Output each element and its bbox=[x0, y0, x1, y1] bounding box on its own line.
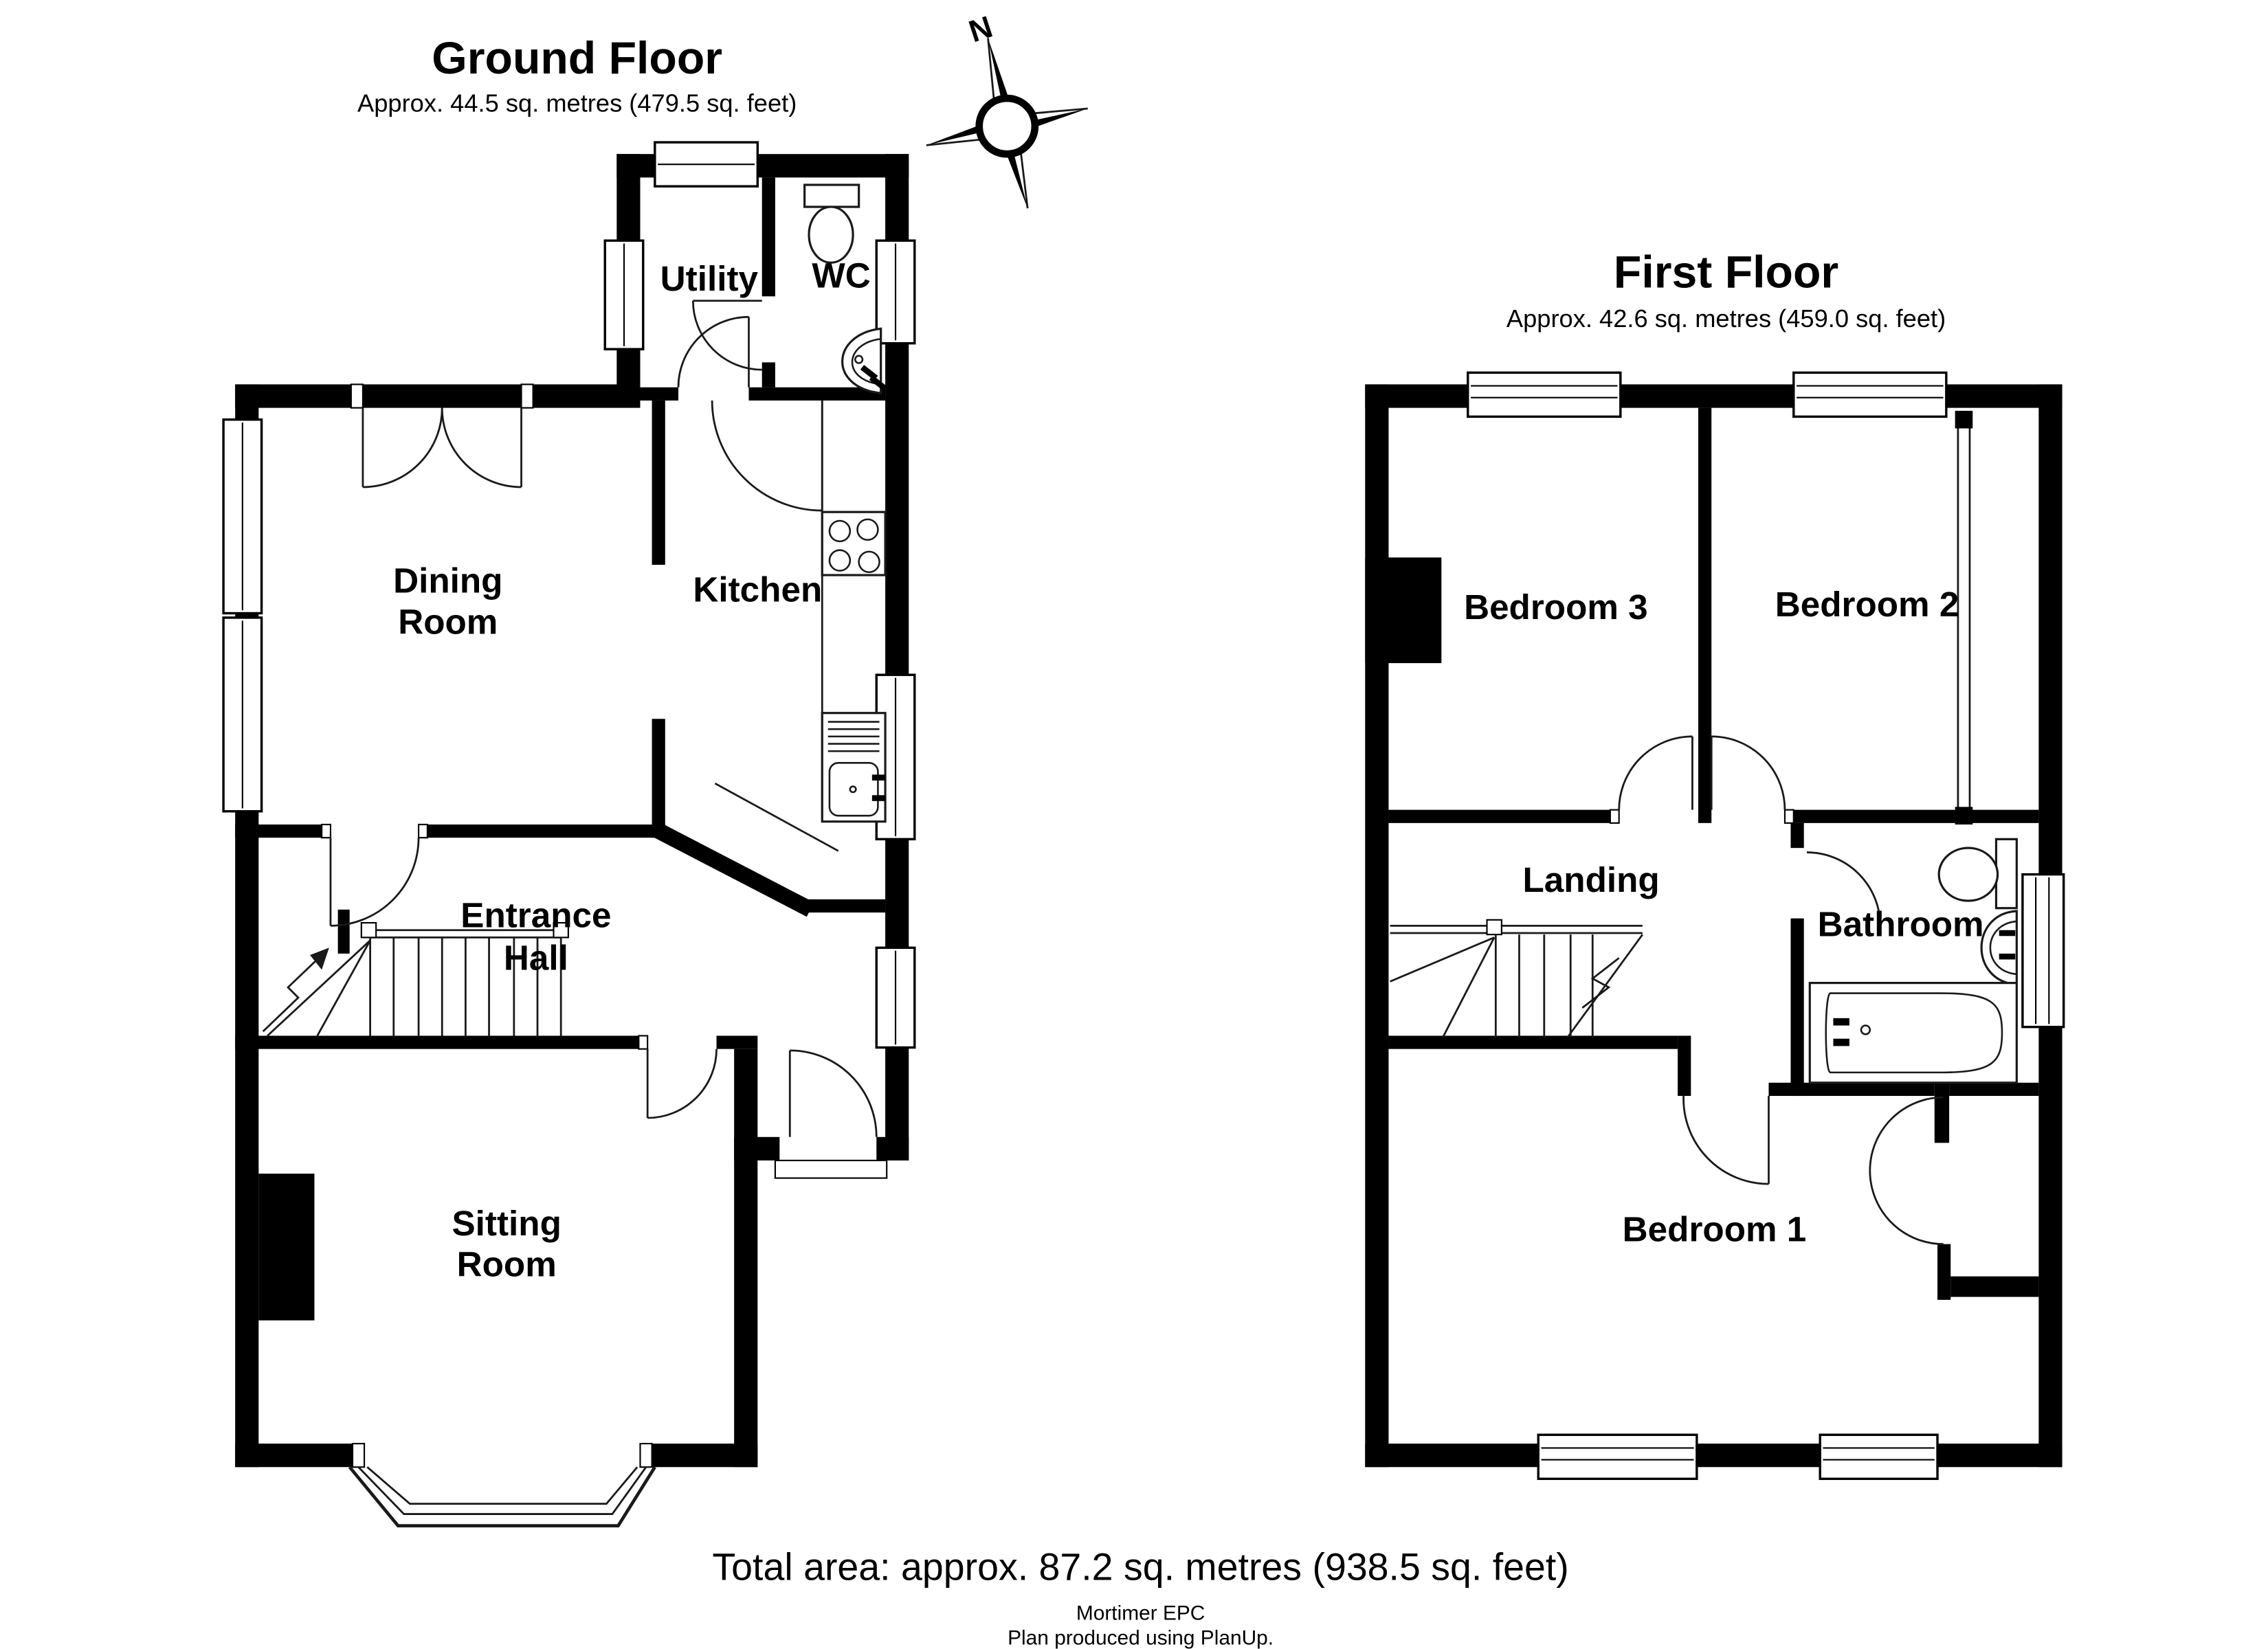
compass-rose-icon bbox=[926, 38, 1088, 209]
stair-break-symbol bbox=[1581, 957, 1620, 1009]
front-door bbox=[774, 1049, 888, 1179]
stair-winder bbox=[267, 939, 371, 1037]
bedroom3-window bbox=[1467, 371, 1622, 418]
bedroom3-chimney-breast bbox=[1365, 557, 1442, 664]
bedroom2-window bbox=[1792, 371, 1948, 418]
stair-winder bbox=[1442, 936, 1496, 1038]
wc-window bbox=[875, 239, 916, 345]
ground-interior-walls bbox=[235, 177, 886, 1321]
stair-arrow-head bbox=[310, 947, 329, 970]
footer: Total area: approx. 87.2 sq. metres (938… bbox=[712, 1546, 1568, 1649]
first-interior-walls bbox=[1365, 407, 2039, 1300]
bathroom-basin bbox=[1980, 910, 2018, 986]
utility-label: Utility bbox=[660, 259, 759, 298]
kitchen-lobby-door bbox=[711, 400, 823, 512]
first-staircase bbox=[1390, 919, 1643, 1038]
stair-treads bbox=[369, 937, 562, 1036]
ground-floor-area: Approx. 44.5 sq. metres (479.5 sq. feet) bbox=[357, 89, 797, 117]
bathroom-label: Bathroom bbox=[1818, 904, 1984, 943]
wc-door bbox=[691, 300, 762, 371]
dining-room-label-1: Dining bbox=[393, 561, 502, 601]
stair-winder bbox=[316, 940, 371, 1037]
sitting-room-door bbox=[638, 1035, 718, 1119]
front-door-step bbox=[774, 1159, 888, 1179]
bedroom3-door bbox=[1618, 735, 1693, 810]
hob bbox=[821, 511, 887, 576]
bedroom1-window-right bbox=[1819, 1433, 1939, 1481]
bedroom2-wardrobe bbox=[1955, 410, 1973, 824]
sitting-room-label-2: Room bbox=[457, 1245, 557, 1284]
bedroom1-label: Bedroom 1 bbox=[1623, 1209, 1807, 1248]
entrance-hall-label-1: Entrance bbox=[460, 895, 611, 934]
dining-room-label-2: Room bbox=[398, 602, 498, 641]
bay-window bbox=[348, 1443, 656, 1527]
wc-label: WC bbox=[812, 256, 870, 295]
bathtub bbox=[1808, 982, 2018, 1084]
first-floor-plan: First Floor Approx. 42.6 sq. metres (459… bbox=[1365, 247, 2065, 1481]
dining-hall-door bbox=[321, 823, 428, 927]
ground-exterior-walls bbox=[235, 154, 909, 1468]
utility-top-window bbox=[654, 141, 759, 188]
kitchen-sink bbox=[821, 712, 887, 823]
stair-treads bbox=[1494, 934, 1594, 1037]
wc-toilet bbox=[803, 183, 860, 264]
dining-window bbox=[222, 418, 263, 813]
bedroom1-door bbox=[1682, 1095, 1770, 1185]
bathroom-window bbox=[2021, 873, 2065, 1029]
first-floor-title: First Floor bbox=[1614, 247, 1838, 298]
utility-left-window bbox=[603, 239, 645, 350]
bathroom-fixtures bbox=[1808, 838, 2018, 1084]
bedroom1-window-left bbox=[1537, 1433, 1698, 1481]
bedroom1-closet-doors bbox=[1869, 1096, 1944, 1246]
kitchen-fixtures bbox=[714, 400, 887, 852]
dining-french-doors bbox=[350, 383, 534, 489]
sitting-room-label-1: Sitting bbox=[452, 1204, 562, 1243]
first-floor-area: Approx. 42.6 sq. metres (459.0 sq. feet) bbox=[1507, 304, 1946, 333]
bedroom2-door bbox=[1710, 735, 1786, 810]
stair-direction-arrow bbox=[262, 956, 321, 1033]
credit-line-1: Mortimer EPC bbox=[1076, 1602, 1205, 1624]
credit-line-2: Plan produced using PlanUp. bbox=[1008, 1627, 1274, 1649]
total-area-label: Total area: approx. 87.2 sq. metres (938… bbox=[712, 1546, 1568, 1589]
vestibule-window bbox=[875, 946, 916, 1049]
bedroom2-label: Bedroom 2 bbox=[1775, 585, 1959, 624]
bathroom-door bbox=[1807, 851, 1882, 926]
bathroom-toilet bbox=[1937, 838, 2018, 910]
first-windows bbox=[1467, 371, 2065, 1481]
entrance-hall-label-2: Hall bbox=[504, 938, 568, 977]
ground-floor-title: Ground Floor bbox=[432, 33, 722, 84]
bedroom3-label: Bedroom 3 bbox=[1464, 587, 1648, 627]
ground-windows bbox=[222, 141, 916, 1049]
utility-door bbox=[677, 315, 750, 388]
kitchen-counter-diagonal bbox=[714, 782, 839, 852]
hall-diagonal-wall bbox=[654, 823, 814, 917]
landing-label: Landing bbox=[1523, 860, 1660, 899]
hall-radiator bbox=[337, 909, 350, 954]
stair-winder bbox=[1390, 936, 1495, 983]
compass-north-label: N bbox=[964, 9, 997, 49]
ground-floor-plan: Ground Floor Approx. 44.5 sq. metres (47… bbox=[222, 33, 916, 1527]
first-doors bbox=[1618, 735, 1944, 1246]
kitchen-label: Kitchen bbox=[693, 570, 822, 609]
sitting-room-chimney-breast bbox=[258, 1174, 315, 1321]
wc-corner-basin bbox=[841, 327, 887, 395]
wc-fixtures bbox=[803, 183, 887, 395]
ground-staircase bbox=[262, 921, 569, 1037]
compass: N bbox=[926, 9, 1088, 209]
